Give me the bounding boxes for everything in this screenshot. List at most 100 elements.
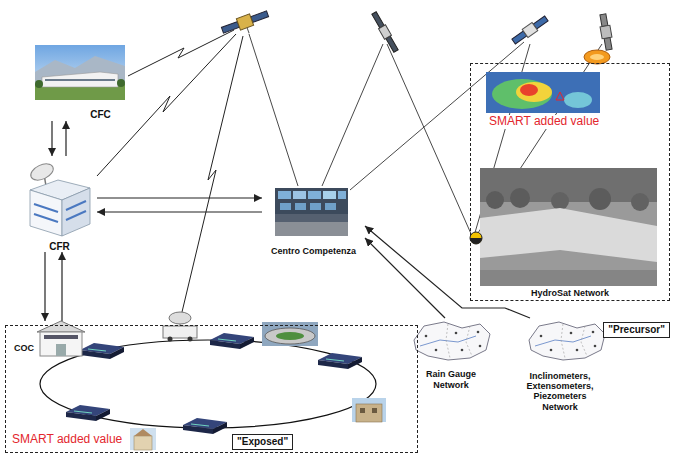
satellite bbox=[221, 22, 239, 33]
sensor-device bbox=[318, 353, 362, 369]
center-node: COC bbox=[14, 321, 86, 363]
connector-arrow bbox=[97, 211, 262, 212]
building-photo bbox=[35, 80, 43, 88]
building-photo bbox=[45, 79, 115, 81]
node-label: CFR bbox=[22, 241, 97, 253]
river-photo bbox=[480, 168, 657, 286]
network-region: SMART added value COC "Exposed" bbox=[5, 325, 418, 453]
node-label: CFC bbox=[71, 109, 130, 121]
satellite bbox=[251, 11, 269, 22]
river-photo bbox=[551, 192, 569, 210]
satellite bbox=[236, 14, 253, 30]
category-tag: "Exposed" bbox=[232, 434, 293, 450]
satellite bbox=[598, 13, 614, 50]
mission-logo bbox=[584, 50, 610, 64]
building-photo bbox=[360, 408, 365, 413]
node-label: Inclinometers, Extensometers, Piezometer… bbox=[519, 371, 601, 412]
connector-arrow bbox=[365, 238, 445, 318]
river-photo bbox=[631, 193, 649, 211]
satellite bbox=[604, 37, 612, 50]
river-sensor bbox=[470, 232, 482, 244]
river-photo bbox=[486, 191, 504, 209]
satellite-map bbox=[486, 72, 600, 113]
network-region: SMART added valueHydroSat Network bbox=[470, 63, 670, 301]
river-photo bbox=[480, 168, 657, 202]
control-room-photo bbox=[275, 188, 348, 236]
control-room-photo bbox=[295, 203, 306, 210]
satellite bbox=[220, 8, 271, 41]
sensor-device bbox=[80, 343, 124, 359]
dish-vehicle bbox=[163, 312, 197, 342]
connector-arrow bbox=[365, 226, 530, 318]
satellite-map bbox=[520, 84, 538, 96]
river-photo bbox=[510, 188, 530, 208]
satellite bbox=[511, 14, 550, 45]
river-photo bbox=[589, 188, 611, 210]
basin-map bbox=[529, 322, 605, 360]
building-icon bbox=[37, 321, 85, 332]
river-photo bbox=[480, 270, 657, 286]
building-icon bbox=[28, 161, 90, 236]
satellite-link bbox=[322, 44, 383, 186]
river-photo bbox=[480, 168, 657, 286]
satellite bbox=[386, 36, 398, 52]
connector-arrow bbox=[44, 252, 45, 321]
building-photo bbox=[35, 45, 125, 100]
satellite-map bbox=[492, 79, 552, 109]
church-photo bbox=[130, 428, 156, 450]
building-icon bbox=[62, 188, 90, 236]
node-label: COC bbox=[14, 343, 34, 353]
mission-logo bbox=[590, 54, 604, 60]
satellite-map bbox=[556, 92, 564, 100]
satellite-map bbox=[486, 72, 600, 113]
building-icon bbox=[44, 335, 78, 339]
satellite bbox=[522, 22, 538, 37]
radio-link bbox=[182, 36, 243, 312]
satellite-map bbox=[564, 92, 592, 108]
added-value-label: SMART added value bbox=[487, 115, 601, 129]
control-room-photo bbox=[310, 203, 321, 210]
building-photo bbox=[117, 79, 125, 87]
network-node: Rain Gauge Network bbox=[405, 318, 497, 390]
added-value-label: SMART added value bbox=[10, 433, 124, 447]
building-photo bbox=[372, 408, 377, 413]
basin-map bbox=[414, 322, 490, 360]
center-node: Centro Competenza bbox=[262, 186, 365, 256]
connector-arrow bbox=[97, 197, 262, 198]
satellite bbox=[379, 25, 392, 39]
building-icon bbox=[28, 161, 56, 184]
building-photo bbox=[352, 398, 386, 422]
mission-logo bbox=[584, 50, 610, 64]
satellite-link bbox=[387, 44, 472, 236]
river-sensor bbox=[470, 232, 482, 244]
sensor-device bbox=[210, 333, 254, 349]
river-photo bbox=[480, 208, 657, 262]
satellite-link bbox=[249, 34, 298, 186]
dish-vehicle bbox=[168, 337, 173, 342]
satellite-map bbox=[516, 82, 552, 102]
river-sensor bbox=[470, 238, 482, 244]
building-icon bbox=[34, 214, 58, 222]
building-icon bbox=[56, 344, 66, 356]
building-icon bbox=[66, 211, 86, 220]
building-photo bbox=[356, 404, 382, 422]
satellite bbox=[371, 11, 400, 53]
network-ring bbox=[40, 340, 376, 428]
network-node: Inclinometers, Extensometers, Piezometer… bbox=[515, 318, 605, 412]
tag-label: "Precursor" bbox=[604, 323, 669, 337]
tag-label: "Exposed" bbox=[233, 435, 292, 449]
control-room-photo bbox=[293, 191, 306, 199]
building-icon bbox=[40, 332, 82, 356]
satellite bbox=[600, 14, 608, 27]
building-photo bbox=[352, 398, 386, 422]
satellite bbox=[372, 12, 384, 28]
church-photo bbox=[130, 428, 156, 450]
control-room-photo bbox=[275, 214, 348, 222]
control-room-photo bbox=[278, 191, 291, 199]
sensor-device bbox=[183, 418, 227, 434]
control-room-photo bbox=[275, 188, 348, 236]
control-room-photo bbox=[280, 203, 291, 210]
control-room-photo bbox=[308, 191, 321, 199]
